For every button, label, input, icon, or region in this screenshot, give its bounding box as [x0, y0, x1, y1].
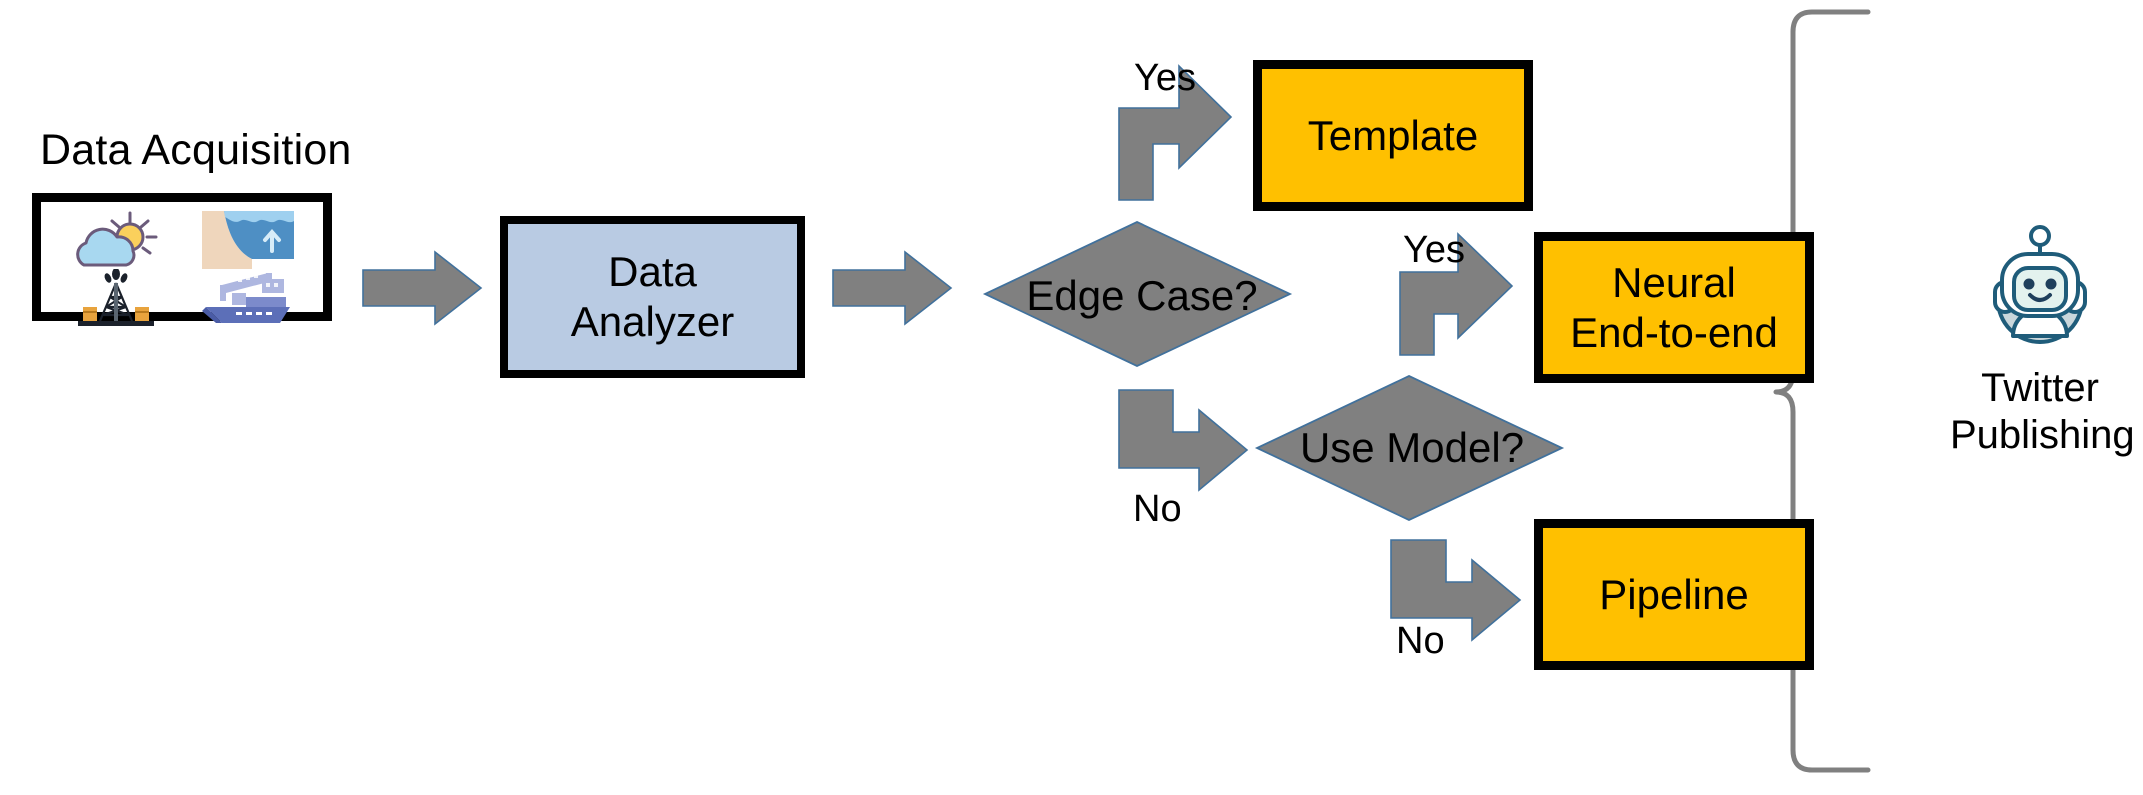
analyzer-line-1: Data: [608, 248, 697, 296]
twitter-publishing-line-1: Twitter: [1981, 366, 2099, 410]
arrow-analyzer-to-edge-case: [832, 250, 953, 326]
output-pipeline-box: Pipeline: [1534, 519, 1814, 670]
weather-sun-cloud-icon: [50, 211, 182, 269]
robot-bot-icon: [1993, 225, 2087, 344]
cargo-ship-icon: [182, 269, 314, 327]
grouping-brace: [1773, 9, 1871, 773]
arrow-acquisition-to-analyzer: [362, 250, 483, 326]
decision-use-model-diamond: [1254, 375, 1565, 521]
edge-label-edge-case-no: No: [1133, 488, 1182, 530]
output-template-box: Template: [1253, 60, 1533, 211]
data-acquisition-image-box: [32, 193, 332, 326]
twitter-publishing-line-2: Publishing: [1950, 412, 2135, 457]
tide-water-level-icon: [182, 211, 314, 269]
arrow-edge-case-no-to-use-model: [1118, 389, 1249, 492]
process-data-analyzer: Data Analyzer: [500, 216, 805, 378]
neural-line-2: End-to-end: [1570, 308, 1778, 356]
output-template-label: Template: [1307, 111, 1479, 159]
oil-rig-icon: [50, 269, 182, 327]
decision-edge-case-diamond: [982, 221, 1293, 367]
decision-edge-case-label: Edge Case?: [1026, 272, 1258, 319]
edge-label-edge-case-yes: Yes: [1134, 57, 1196, 99]
arrow-edge-case-yes-to-template: [1118, 64, 1233, 201]
process-data-analyzer-label: Data Analyzer: [571, 247, 734, 346]
data-acquisition-title: Data Acquisition: [40, 126, 352, 174]
twitter-publishing-caption: Twitter Publishing: [1950, 365, 2135, 459]
analyzer-line-2: Analyzer: [570, 298, 735, 345]
output-pipeline-label: Pipeline: [1599, 570, 1749, 618]
edge-label-use-model-no: No: [1396, 620, 1445, 662]
data-acquisition-icon-grid: [50, 211, 314, 326]
output-neural-label: Neural End-to-end: [1570, 258, 1778, 357]
twitter-publishing-group: Twitter Publishing: [1950, 224, 2135, 459]
output-neural-end-to-end-box: Neural End-to-end: [1534, 232, 1814, 383]
edge-label-use-model-yes: Yes: [1403, 229, 1465, 271]
decision-use-model-label: Use Model?: [1299, 424, 1525, 471]
arrow-use-model-no-to-pipeline: [1390, 539, 1522, 642]
arrow-use-model-yes-to-neural: [1399, 232, 1514, 356]
neural-line-1: Neural: [1612, 258, 1736, 306]
